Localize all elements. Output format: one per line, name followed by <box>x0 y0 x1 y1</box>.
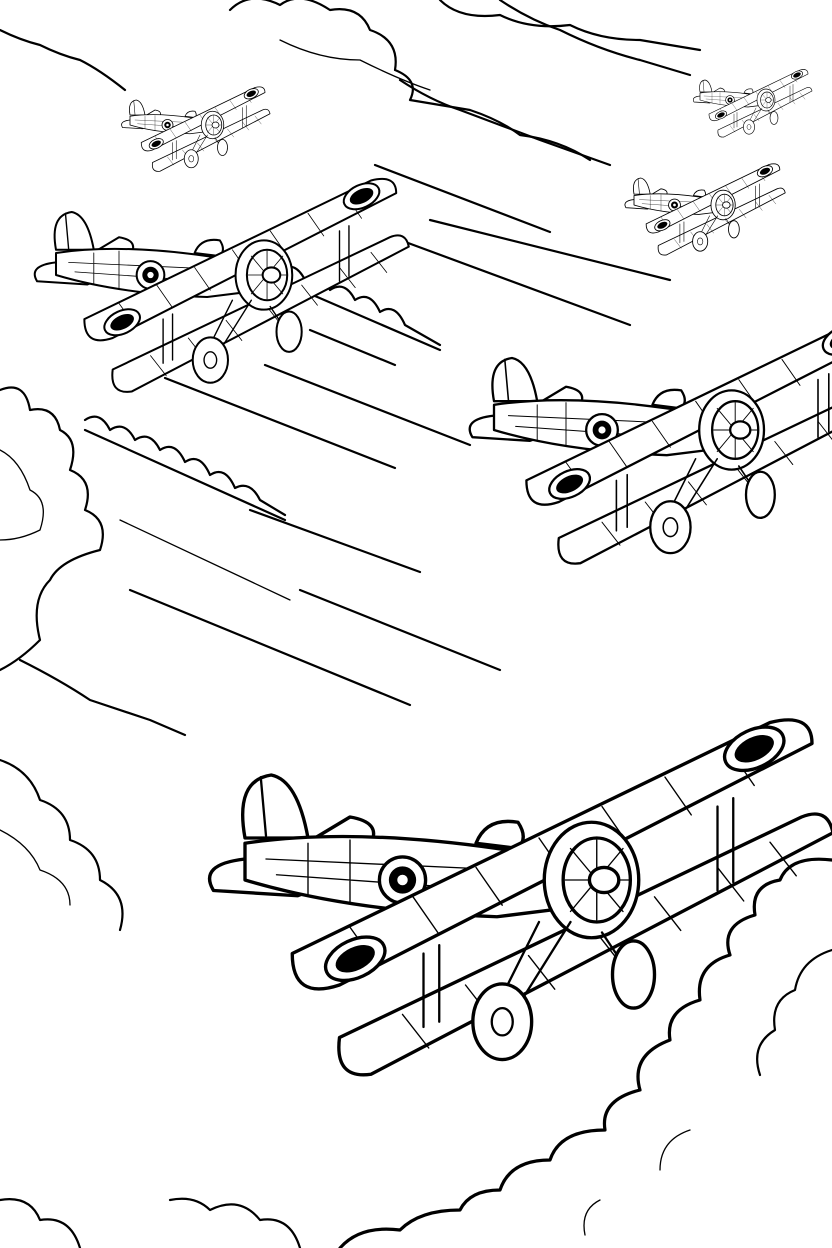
speed-streaks <box>119 163 672 707</box>
biplane-distant-top-right <box>692 68 813 138</box>
biplane-mid-right <box>468 317 832 565</box>
cloud-top <box>228 0 702 162</box>
smoke-trails <box>0 0 692 737</box>
cloud-left <box>0 386 124 932</box>
cloud-bottom <box>0 857 832 1248</box>
biplane-large-foreground <box>207 716 832 1077</box>
biplane-distant-top-left <box>121 86 271 172</box>
biplane-distant-right <box>624 162 786 256</box>
biplane-upper-left <box>33 176 410 393</box>
